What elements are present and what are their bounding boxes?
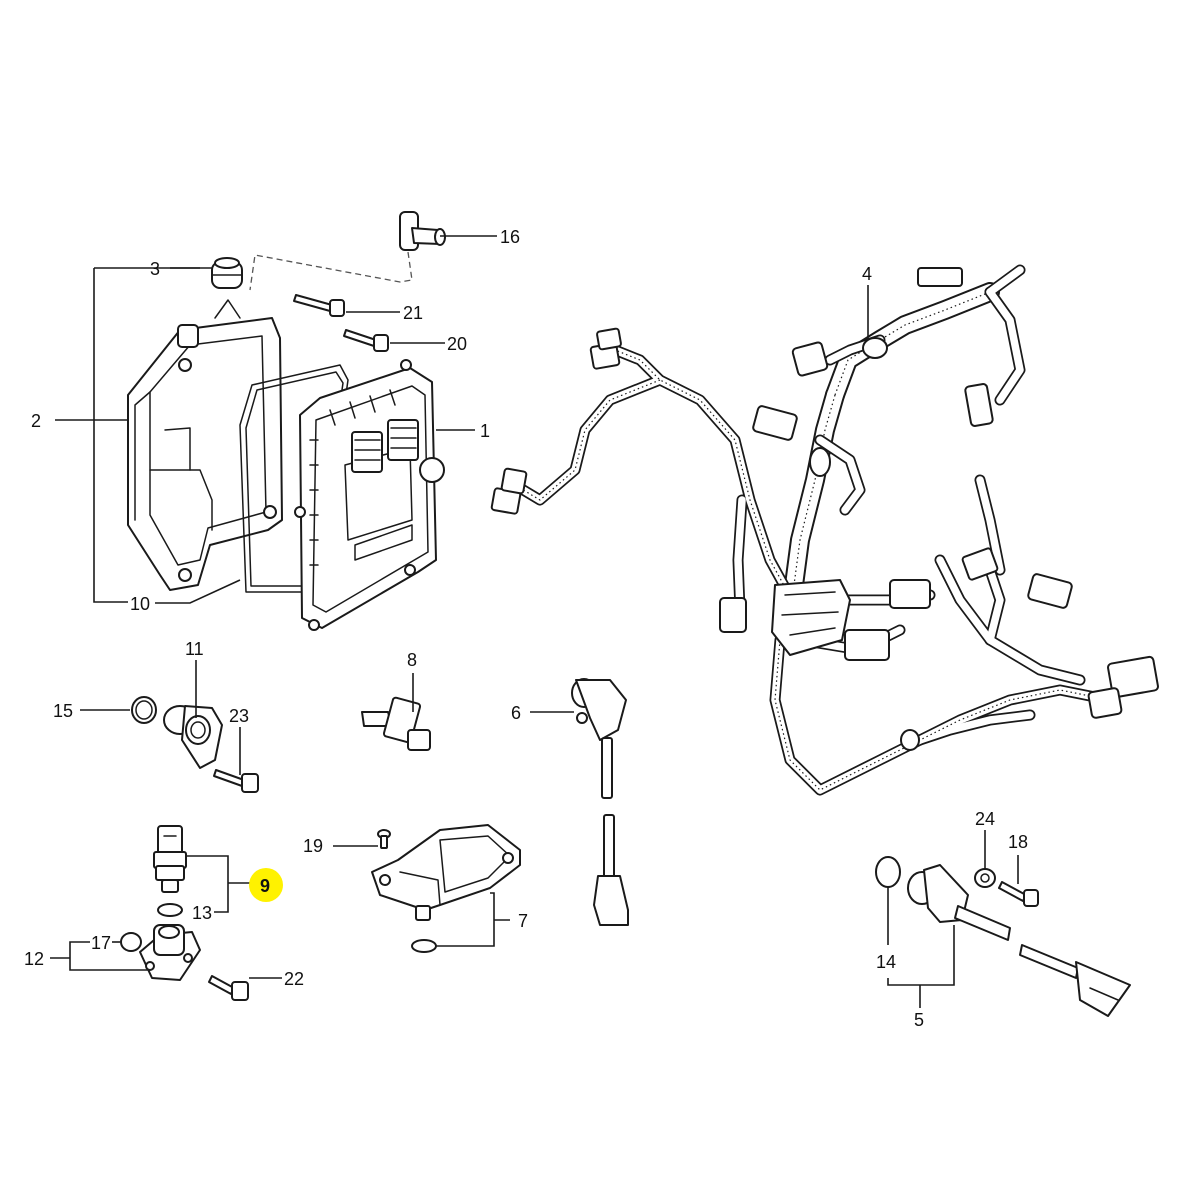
washer-24 xyxy=(974,868,996,888)
camshaft-sensor xyxy=(907,864,1131,1017)
callout-5: 5 xyxy=(914,1010,924,1030)
callout-2: 2 xyxy=(31,411,41,431)
sensor-adapter xyxy=(139,924,201,981)
rubber-grommet xyxy=(211,257,243,289)
callout-17: 17 xyxy=(91,933,111,953)
highlight-marker xyxy=(249,868,283,902)
callout-19: 19 xyxy=(303,836,323,856)
sealing-washer-13 xyxy=(157,903,183,917)
map-sensor xyxy=(371,824,521,953)
ecu-gasket xyxy=(239,364,349,593)
map-sensor-seal xyxy=(411,939,437,953)
callout-4: 4 xyxy=(862,264,872,284)
oil-pressure-sensor xyxy=(153,825,187,893)
callout-numbers: 1 2 3 4 5 6 7 8 9 10 11 12 13 14 15 16 1… xyxy=(24,227,1028,1030)
callout-6: 6 xyxy=(511,703,521,723)
callout-11: 11 xyxy=(185,639,204,659)
callout-9: 9 xyxy=(260,876,270,896)
bolt-18 xyxy=(998,881,1039,907)
screw-19 xyxy=(377,829,391,849)
callout-7: 7 xyxy=(518,911,528,931)
callout-12: 12 xyxy=(24,949,44,969)
temperature-sensor xyxy=(361,696,431,751)
ecu-bracket xyxy=(127,299,283,591)
bolt-23 xyxy=(213,769,259,793)
bolt-21 xyxy=(293,294,345,317)
bolt-22 xyxy=(208,975,249,1001)
leader-lines xyxy=(50,235,1019,1008)
sensor-housing xyxy=(163,705,223,769)
speed-sensor xyxy=(571,678,629,926)
callout-22: 22 xyxy=(284,969,304,989)
ecu-control-unit xyxy=(294,359,445,631)
callout-8: 8 xyxy=(407,650,417,670)
callout-1: 1 xyxy=(480,421,490,441)
bolt-20 xyxy=(343,329,389,352)
callout-20: 20 xyxy=(447,334,467,354)
callout-21: 21 xyxy=(403,303,423,323)
o-ring-15-inner xyxy=(135,700,153,720)
wiring-harness xyxy=(490,264,1159,796)
callout-3: 3 xyxy=(150,259,160,279)
o-ring-14 xyxy=(875,856,901,888)
callout-23: 23 xyxy=(229,706,249,726)
callout-16: 16 xyxy=(500,227,520,247)
callout-13: 13 xyxy=(192,903,212,923)
vacuum-connector xyxy=(399,211,446,251)
callout-24: 24 xyxy=(975,809,995,829)
callout-10: 10 xyxy=(130,594,150,614)
callout-14: 14 xyxy=(876,952,896,972)
callout-15: 15 xyxy=(53,701,73,721)
dashed-link-line xyxy=(249,251,413,291)
callout-18: 18 xyxy=(1008,832,1028,852)
o-ring-17 xyxy=(120,932,142,952)
